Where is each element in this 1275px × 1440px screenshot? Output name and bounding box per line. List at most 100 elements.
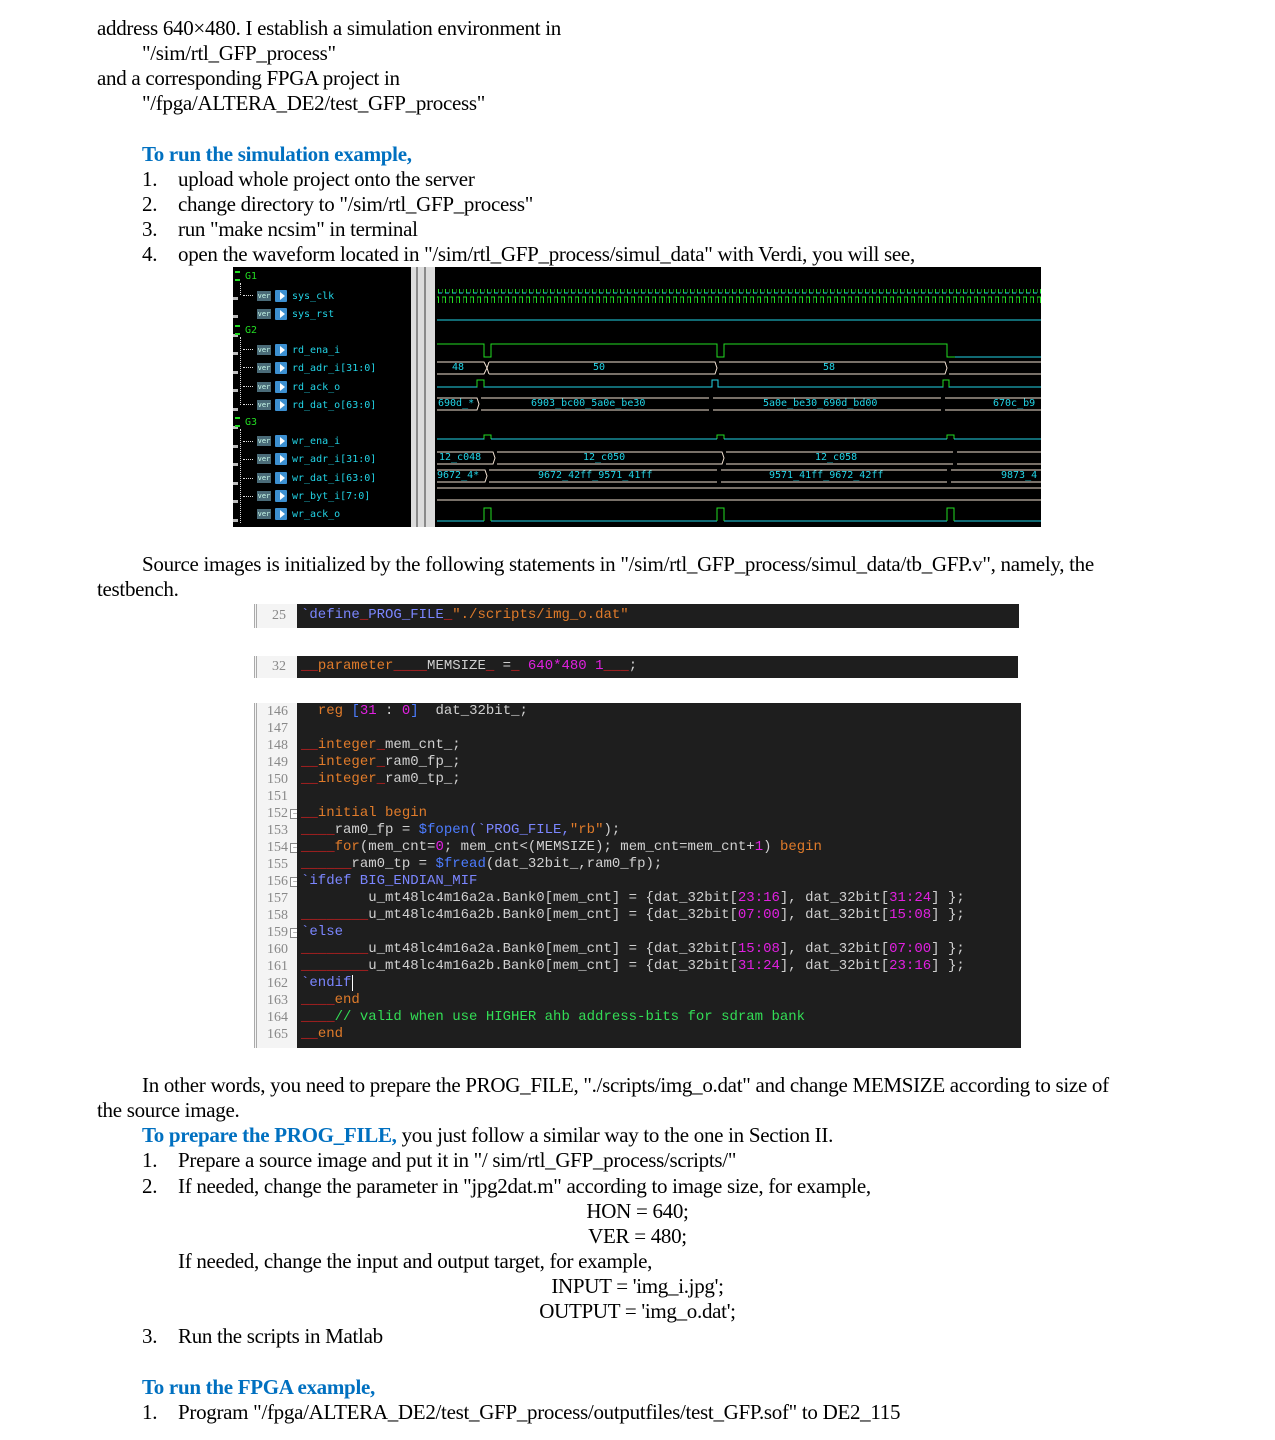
io-instruction: If needed, change the input and output t… bbox=[178, 1249, 653, 1273]
range: 31:24 bbox=[889, 890, 932, 906]
source-para-line-2: testbench. bbox=[97, 577, 179, 601]
line-number: 161 bbox=[267, 959, 288, 974]
fpga-heading: To run the FPGA example, bbox=[142, 1375, 375, 1399]
number-literal: 1 bbox=[595, 658, 604, 674]
statement: ], dat_32bit[ bbox=[779, 958, 890, 974]
line-gutter: 25 bbox=[254, 604, 297, 628]
range: 23:16 bbox=[737, 890, 780, 906]
prep-step-3: 3.Run the scripts in Matlab bbox=[142, 1324, 383, 1349]
keyword: integer bbox=[317, 737, 377, 753]
signal-name: rd_ack_o bbox=[292, 381, 341, 393]
other-words-line-2: the source image. bbox=[97, 1098, 240, 1122]
semicolon: ; bbox=[628, 658, 638, 674]
rd-adr-value: 48 bbox=[452, 362, 465, 373]
ver-icon: ver bbox=[257, 382, 271, 392]
ver-icon: ver bbox=[257, 291, 271, 301]
keyword: end bbox=[317, 1026, 344, 1042]
range: 23:16 bbox=[889, 958, 932, 974]
signal-name: wr_adr_i[31:0] bbox=[292, 453, 377, 465]
ver-icon: ver bbox=[257, 436, 271, 446]
wr-dat-value: 9873_4 bbox=[1001, 470, 1038, 481]
line-number: 160 bbox=[267, 942, 288, 957]
line-gutter: 32 bbox=[254, 656, 297, 678]
system-task: $fread bbox=[435, 856, 486, 872]
line-number: 151 bbox=[267, 789, 288, 804]
port-icon bbox=[275, 381, 287, 393]
group-g2[interactable]: G2 bbox=[235, 325, 257, 336]
ver-value: VER = 480; bbox=[588, 1224, 687, 1248]
step-number: 3. bbox=[142, 217, 158, 241]
signal-name: rd_dat_o[63:0] bbox=[292, 399, 377, 411]
number-literal: 1 bbox=[754, 839, 764, 855]
port-icon bbox=[275, 435, 287, 447]
port-icon bbox=[275, 453, 287, 465]
hon-value: HON = 640; bbox=[586, 1199, 689, 1223]
wr-dat-value: 9672_42ff_9571_41ff bbox=[538, 470, 653, 481]
step-number: 3. bbox=[142, 1324, 158, 1348]
line-number: 149 bbox=[267, 755, 288, 770]
output-value: OUTPUT = 'img_o.dat'; bbox=[539, 1299, 736, 1323]
step-text: Program "/fpga/ALTERA_DE2/test_GFP_proce… bbox=[178, 1400, 901, 1424]
arguments: (`PROG_FILE, bbox=[469, 822, 570, 838]
ver-icon: ver bbox=[257, 309, 271, 319]
prep-heading: To prepare the PROG_FILE, bbox=[142, 1123, 397, 1147]
sim-step-2: 2.change directory to "/sim/rtl_GFP_proc… bbox=[142, 192, 533, 217]
range: 07:00 bbox=[737, 907, 780, 923]
line-gutter: 146 147 148 149 150 151 152 153 154 155 … bbox=[254, 703, 300, 1048]
line-number: 159 bbox=[267, 925, 288, 940]
range: 15:08 bbox=[737, 941, 780, 957]
system-task: $fopen bbox=[418, 822, 470, 838]
rd-dat-value: 690d_* bbox=[438, 398, 475, 409]
expression: ) bbox=[763, 839, 780, 855]
keyword: integer bbox=[317, 771, 377, 787]
statement: ], dat_32bit[ bbox=[779, 890, 890, 906]
line-number: 155 bbox=[267, 857, 288, 872]
rd-dat-value: 5a0e_be30_690d_bd00 bbox=[763, 398, 878, 409]
sim-path: "/sim/rtl_GFP_process" bbox=[142, 41, 336, 65]
sim-step-4: 4.open the waveform located in "/sim/rtl… bbox=[142, 242, 915, 267]
line-number: 25 bbox=[272, 608, 286, 623]
group-label: G2 bbox=[245, 325, 258, 336]
pane-splitter[interactable] bbox=[411, 267, 435, 527]
text-cursor bbox=[352, 975, 354, 991]
statement: ] }; bbox=[931, 941, 965, 957]
ver-icon: ver bbox=[257, 345, 271, 355]
port-icon bbox=[275, 362, 287, 374]
group-label: G3 bbox=[245, 417, 258, 428]
step-text: If needed, change the parameter in "jpg2… bbox=[178, 1174, 871, 1198]
port-icon bbox=[275, 308, 287, 320]
line-number: 154 bbox=[267, 840, 288, 855]
group-g3[interactable]: G3 bbox=[235, 417, 257, 428]
expression: (mem_cnt= bbox=[359, 839, 436, 855]
intro-line-3: and a corresponding FPGA project in bbox=[97, 66, 400, 90]
statement: u_mt48lc4m16a2b.Bank0[mem_cnt] = {dat_32… bbox=[368, 958, 738, 974]
signal-name: rd_adr_i[31:0] bbox=[292, 362, 377, 374]
line-number: 32 bbox=[272, 659, 286, 674]
wr-adr-value: 12_c048 bbox=[439, 452, 482, 463]
step-number: 1. bbox=[142, 167, 158, 191]
input-value: INPUT = 'img_i.jpg'; bbox=[551, 1274, 724, 1298]
port-icon bbox=[275, 472, 287, 484]
signal-name: wr_dat_i[63:0] bbox=[292, 472, 377, 484]
statement: u_mt48lc4m16a2a.Bank0[mem_cnt] = {dat_32… bbox=[368, 890, 738, 906]
fpga-path: "/fpga/ALTERA_DE2/test_GFP_process" bbox=[142, 91, 486, 115]
signal-rd-ack-o[interactable]: ver rd_ack_o bbox=[257, 380, 340, 394]
line-number: 152 bbox=[267, 806, 288, 821]
number-literal: 0 bbox=[401, 703, 411, 719]
ver-icon: ver bbox=[257, 491, 271, 501]
group-g1[interactable]: G1 bbox=[235, 271, 257, 282]
code-initial-block: reg [31 : 0] dat_32bit_; __integer_mem_c… bbox=[297, 703, 1021, 1048]
punctuation: ); bbox=[603, 822, 621, 838]
identifier: ram0_tp = bbox=[351, 856, 436, 872]
